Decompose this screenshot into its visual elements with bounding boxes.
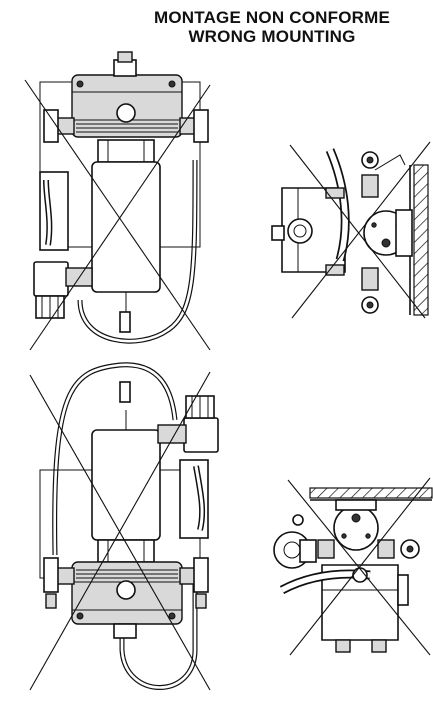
diagram-title: MONTAGE NON CONFORME WRONG MOUNTING — [112, 8, 432, 46]
pump-side-view-lower — [273, 477, 433, 656]
title-line-french: MONTAGE NON CONFORME — [153, 8, 390, 27]
pump-front-view-upright — [24, 24, 211, 351]
pump-front-view-inverted — [29, 362, 219, 691]
title-line-english: WRONG MOUNTING — [188, 27, 356, 46]
cross-out-mark — [24, 79, 211, 351]
pump-side-view-upper — [271, 141, 431, 319]
